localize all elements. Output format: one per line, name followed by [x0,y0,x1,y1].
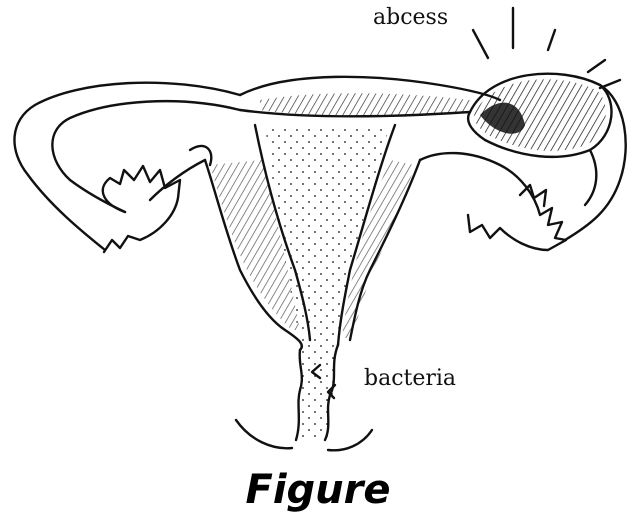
abcess-label: abcess [373,7,448,29]
bacteria-label: bacteria [364,368,456,390]
left-ovary [103,166,180,252]
abscess-radiating-lines [473,8,620,88]
vaginal-opening-left [236,420,292,448]
figure-caption: Figure [0,470,636,510]
vaginal-opening-right [328,430,372,450]
